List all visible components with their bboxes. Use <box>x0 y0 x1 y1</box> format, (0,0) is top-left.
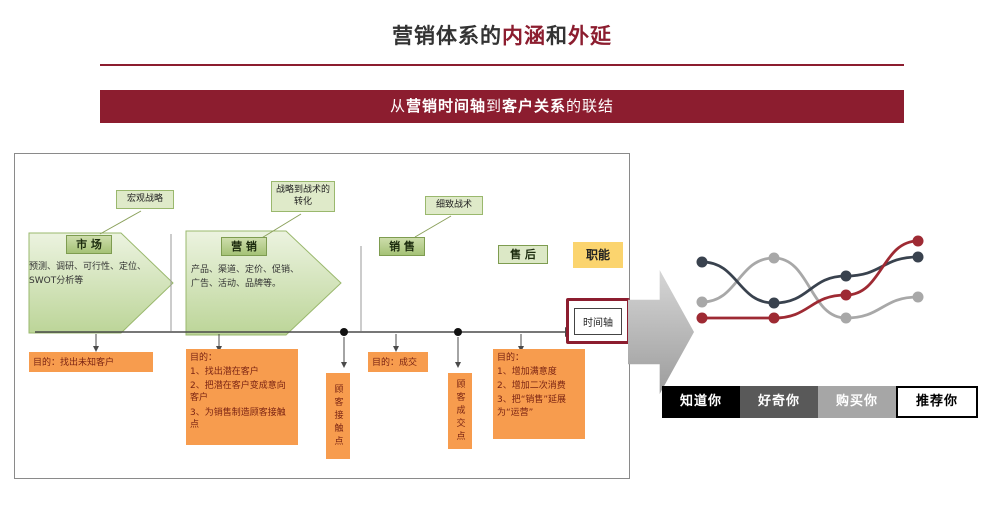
goal-item: 2、增加二次消费 <box>497 381 566 392</box>
goal-item: 3、为销售制造顾客接触点 <box>190 407 286 430</box>
stage-curious-about-you: 好奇你 <box>740 386 818 418</box>
banner-segment-bold: 营销时间轴 <box>405 97 486 115</box>
chart-marker-gray <box>912 291 924 303</box>
title-segment-red: 内涵 <box>502 24 546 48</box>
banner-segment-bold: 客户关系 <box>502 97 567 115</box>
stage-line-chart <box>696 235 924 324</box>
chart-marker-crimson <box>768 312 780 324</box>
goal-sales: 目的：成交 <box>368 352 428 372</box>
goal-item: 1、增加满意度 <box>497 367 557 378</box>
callout-pointer <box>259 213 302 240</box>
timeline-dot <box>454 328 462 336</box>
banner-segment: 从 <box>389 97 406 115</box>
callout-macro-strategy: 宏观战略 <box>116 190 174 209</box>
stage-know-you: 知道你 <box>662 386 740 418</box>
chart-marker-crimson <box>912 235 924 247</box>
chart-line-gray <box>701 256 919 320</box>
down-arrowheads <box>93 346 524 368</box>
stage-buy-you: 购买你 <box>818 386 896 418</box>
goal-marketing: 目的： 1、找出潜在客户 2、把潜在客户变成意向客户 3、为销售制造顾客接触点 <box>186 349 298 445</box>
chart-marker-crimson <box>696 312 708 324</box>
touchpoint-contact: 顾客接触点 <box>326 373 350 459</box>
marketing-timeline-diagram: 宏观战略 战略到战术的转化 细致战术 市 场 营 销 销 售 售 后 职能 预测… <box>14 153 630 479</box>
callout-pointer <box>99 210 142 235</box>
timeline-label: 时间轴 <box>574 307 622 335</box>
green-arrow-market <box>28 232 174 334</box>
title-underline <box>100 64 904 66</box>
callout-strategy-to-tactics: 战略到战术的转化 <box>271 181 335 212</box>
chart-marker-charcoal <box>768 297 780 309</box>
title-segment-red: 外延 <box>568 24 612 48</box>
callout-detailed-tactics: 细致战术 <box>425 196 483 215</box>
title-segment: 营销体系的 <box>392 24 502 48</box>
chart-line-crimson <box>702 239 919 320</box>
section-banner: 从营销时间轴到客户关系的联结 <box>100 90 904 123</box>
goal-title: 目的： <box>190 353 218 363</box>
banner-segment: 到 <box>485 97 502 115</box>
touchpoint-contact-label: 顾客接触点 <box>332 383 343 449</box>
chart-marker-gray <box>840 312 852 324</box>
touchpoint-deal: 顾客成交点 <box>448 373 472 449</box>
function-label-market: 市 场 <box>66 235 112 254</box>
goal-item: 2、把潜在客户变成意向客户 <box>190 381 286 404</box>
marketing-activities: 产品、渠道、定价、促销、 广告、活动、品牌等。 <box>191 265 300 289</box>
goal-after-sales: 目的： 1、增加满意度 2、增加二次消费 3、把“销售”延展为“运营” <box>493 349 585 439</box>
goal-item: 1、找出潜在客户 <box>190 367 259 378</box>
callout-pointer <box>414 215 452 238</box>
page-title: 营销体系的内涵和外延 <box>0 20 1004 50</box>
function-label-marketing: 营 销 <box>221 237 267 256</box>
chart-marker-gray <box>768 252 780 264</box>
title-segment: 和 <box>546 24 568 48</box>
function-label-sales: 销 售 <box>379 237 425 256</box>
goal-item: 3、把“销售”延展为“运营” <box>497 395 567 418</box>
chart-marker-charcoal <box>840 270 852 282</box>
chart-marker-charcoal <box>912 251 924 263</box>
timeline-dot <box>340 328 348 336</box>
timeline-label-highlight: 时间轴 <box>566 298 630 344</box>
down-arrows <box>95 334 522 362</box>
touchpoint-deal-label: 顾客成交点 <box>454 378 465 444</box>
chart-marker-charcoal <box>696 256 708 268</box>
banner-segment: 的联结 <box>566 97 615 115</box>
chart-marker-gray <box>696 296 708 308</box>
chart-marker-crimson <box>840 289 852 301</box>
funnel-stages: 知道你 好奇你 购买你 推荐你 <box>662 386 978 418</box>
role-badge: 职能 <box>573 242 623 268</box>
stage-recommend-you: 推荐你 <box>896 386 978 418</box>
market-activities: 预测、调研、可行性、定位、 SWOT分析等 <box>29 262 147 286</box>
green-arrow-marketing <box>185 230 342 336</box>
function-label-after-sales: 售 后 <box>498 245 548 264</box>
goal-market: 目的：找出未知客户 <box>29 352 153 372</box>
goal-title: 目的： <box>497 353 525 363</box>
